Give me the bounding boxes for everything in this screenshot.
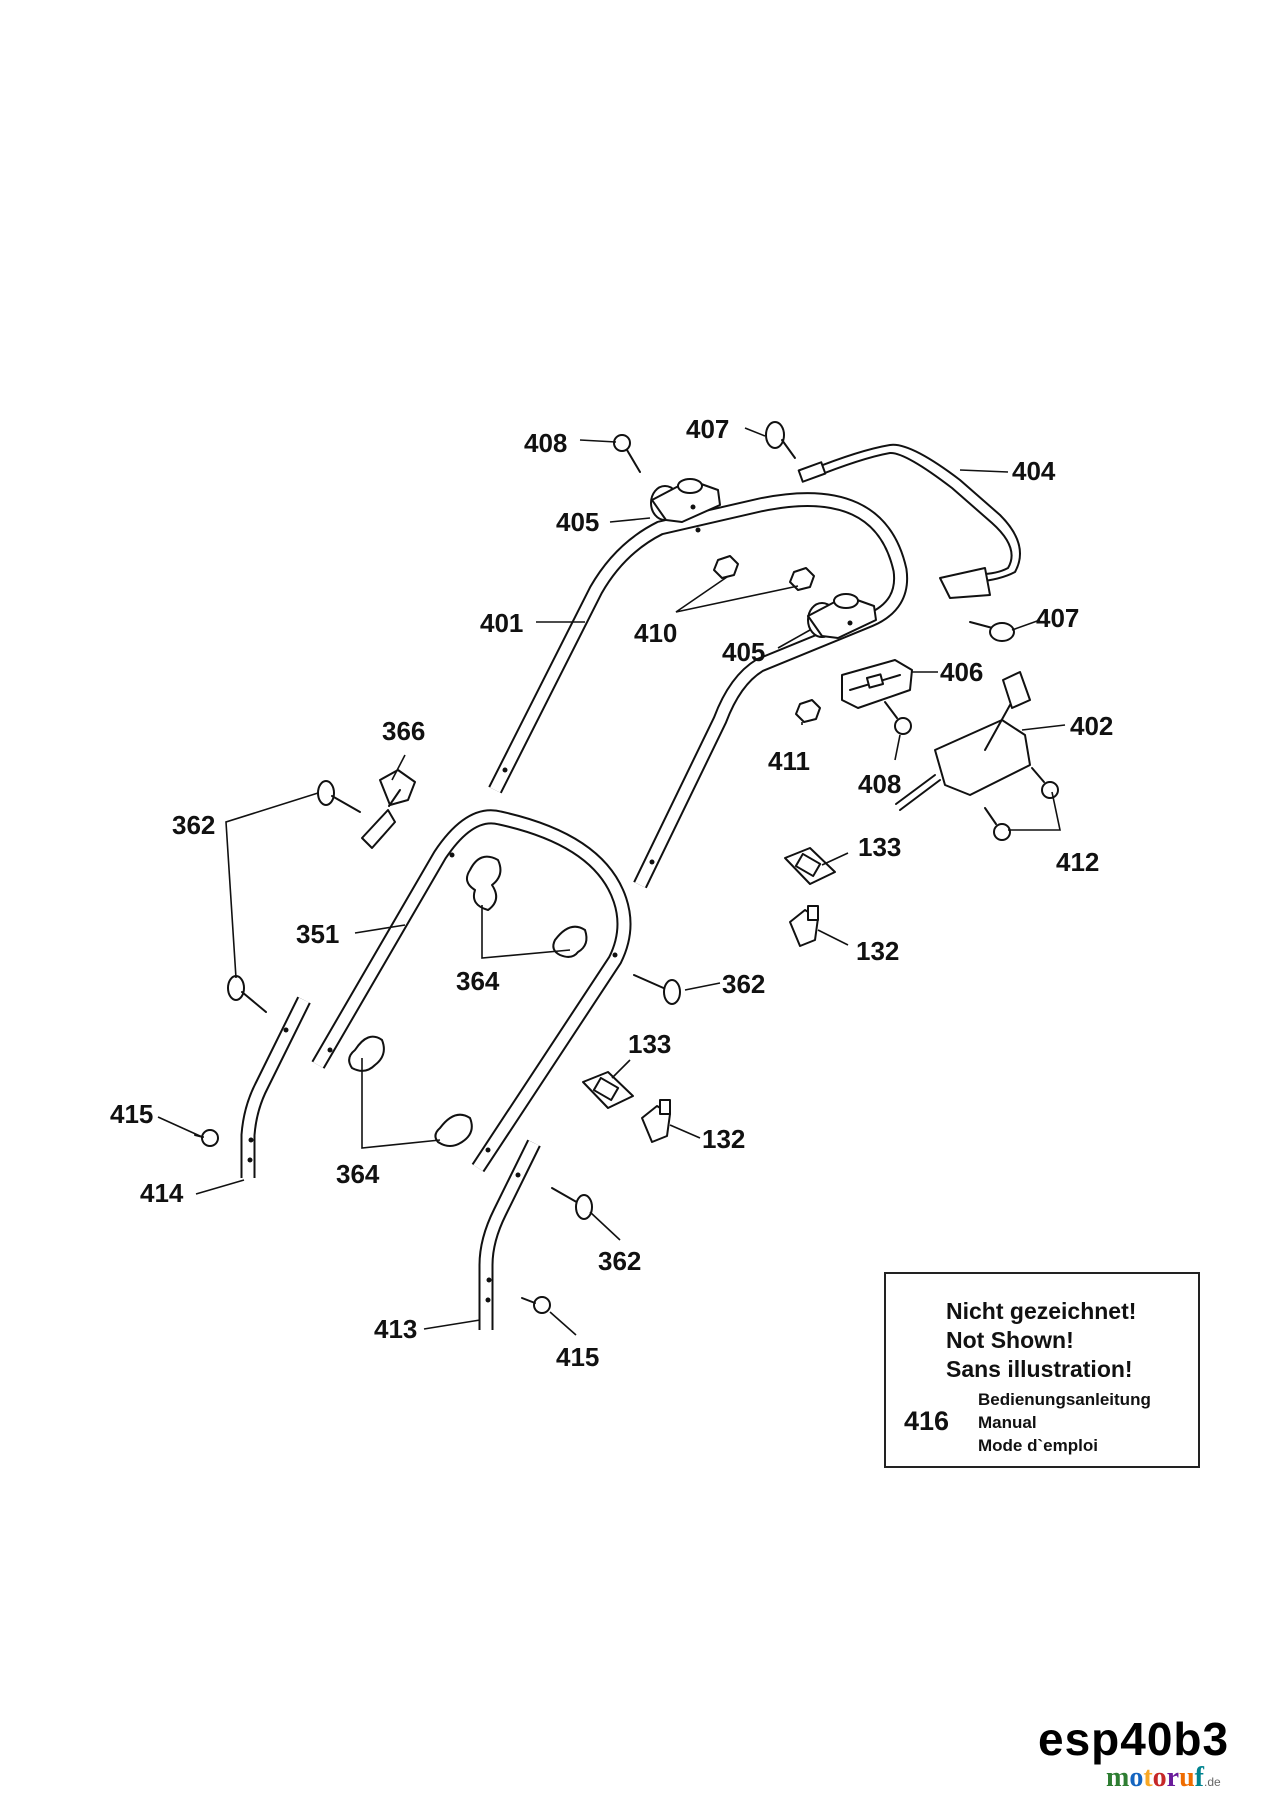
label-411: 411 [768,746,810,776]
label-402: 402 [1070,711,1113,741]
bracket-366 [361,769,416,849]
label-362-left: 362 [172,810,215,840]
label-133-lower: 133 [628,1029,671,1059]
nut-411 [795,699,821,723]
label-410: 410 [634,618,677,648]
watermark-letter: m [1106,1762,1130,1793]
watermark-letter: u [1179,1762,1195,1793]
carriage-bolt-362-mid [227,975,267,1013]
screw-415-right [521,1296,551,1314]
cable-clip-133-lower [582,1071,634,1109]
watermark-letter: f [1194,1762,1204,1793]
pin-407-lower [969,621,1015,642]
label-406: 406 [940,657,983,687]
screw-415-left [194,1129,219,1147]
watermark-letter: t [1143,1762,1153,1793]
wing-nut-364-c [348,1035,385,1072]
label-366: 366 [382,716,425,746]
label-407-upper: 407 [686,414,729,444]
label-133-upper: 133 [858,832,901,862]
wing-nut-364-b [552,925,588,958]
lower-handle-351 [311,809,632,1173]
label-408-lower: 408 [858,769,901,799]
label-405-lower: 405 [722,637,765,667]
not-shown-en: Not Shown! [946,1327,1074,1353]
nut-410-b [789,567,815,591]
label-364-lower: 364 [336,1159,380,1189]
upper-handle-401 [488,492,909,889]
lower-tube-413 [478,1139,541,1330]
cable-clip-133-upper [784,847,836,885]
cable-clip-132-lower [641,1099,671,1143]
label-362-right: 362 [722,969,765,999]
label-132-upper: 132 [856,936,899,966]
label-405-upper: 405 [556,507,599,537]
carriage-bolt-362-upper [317,780,361,813]
screw-412-a [1031,767,1059,799]
carriage-bolt-362-right [633,974,681,1005]
nut-410-a [713,555,739,579]
watermark-letter: r [1166,1762,1180,1793]
label-414: 414 [140,1178,184,1208]
label-404: 404 [1012,456,1056,486]
bail-lever-404 [797,443,1021,599]
manual-desc-de: Bedienungsanleitung [978,1390,1151,1409]
not-shown-box: Nicht gezeichnet! Not Shown! Sans illust… [884,1272,1200,1468]
watermark-letter: o [1129,1762,1144,1793]
watermark-letters: motoruf [1106,1762,1204,1794]
watermark-letter: o [1152,1762,1167,1793]
latch-406 [841,659,913,709]
wing-nut-364-d [434,1113,473,1147]
label-408-upper: 408 [524,428,567,458]
pin-407-upper [765,421,796,459]
manual-desc-fr: Mode d`emploi [978,1436,1098,1455]
cable-clip-132-upper [789,905,819,947]
label-412: 412 [1056,847,1099,877]
watermark-suffix: .de [1204,1775,1221,1789]
label-401: 401 [480,608,523,638]
cable-clamp-405-lower [807,593,877,639]
carriage-bolt-362-lower [551,1187,593,1220]
leader-lines [157,427,1066,1336]
screw-408-lower [884,701,912,735]
label-351: 351 [296,919,339,949]
throttle-control-402 [895,671,1031,811]
manual-part-number: 416 [904,1406,950,1436]
screw-412-b [984,807,1011,841]
part-labels: 408 407 404 405 401 410 405 407 406 402 … [110,414,1113,1372]
not-shown-de: Nicht gezeichnet! [946,1298,1137,1324]
label-407-lower: 407 [1036,603,1079,633]
manual-desc-en: Manual [978,1413,1037,1432]
motoruf-watermark-logo: motoruf.de [1106,1762,1221,1794]
screw-408-upper [613,434,641,473]
label-415-right: 415 [556,1342,599,1372]
wing-nut-364-a [465,855,502,911]
label-132-lower: 132 [702,1124,745,1154]
model-code: esp40b3 [1038,1713,1230,1765]
label-415-left: 415 [110,1099,153,1129]
label-364-upper: 364 [456,966,500,996]
lower-tube-414 [240,996,311,1178]
label-362-lower: 362 [598,1246,641,1276]
cable-clamp-405-upper [650,478,721,523]
label-413: 413 [374,1314,417,1344]
not-shown-fr: Sans illustration! [946,1356,1133,1382]
